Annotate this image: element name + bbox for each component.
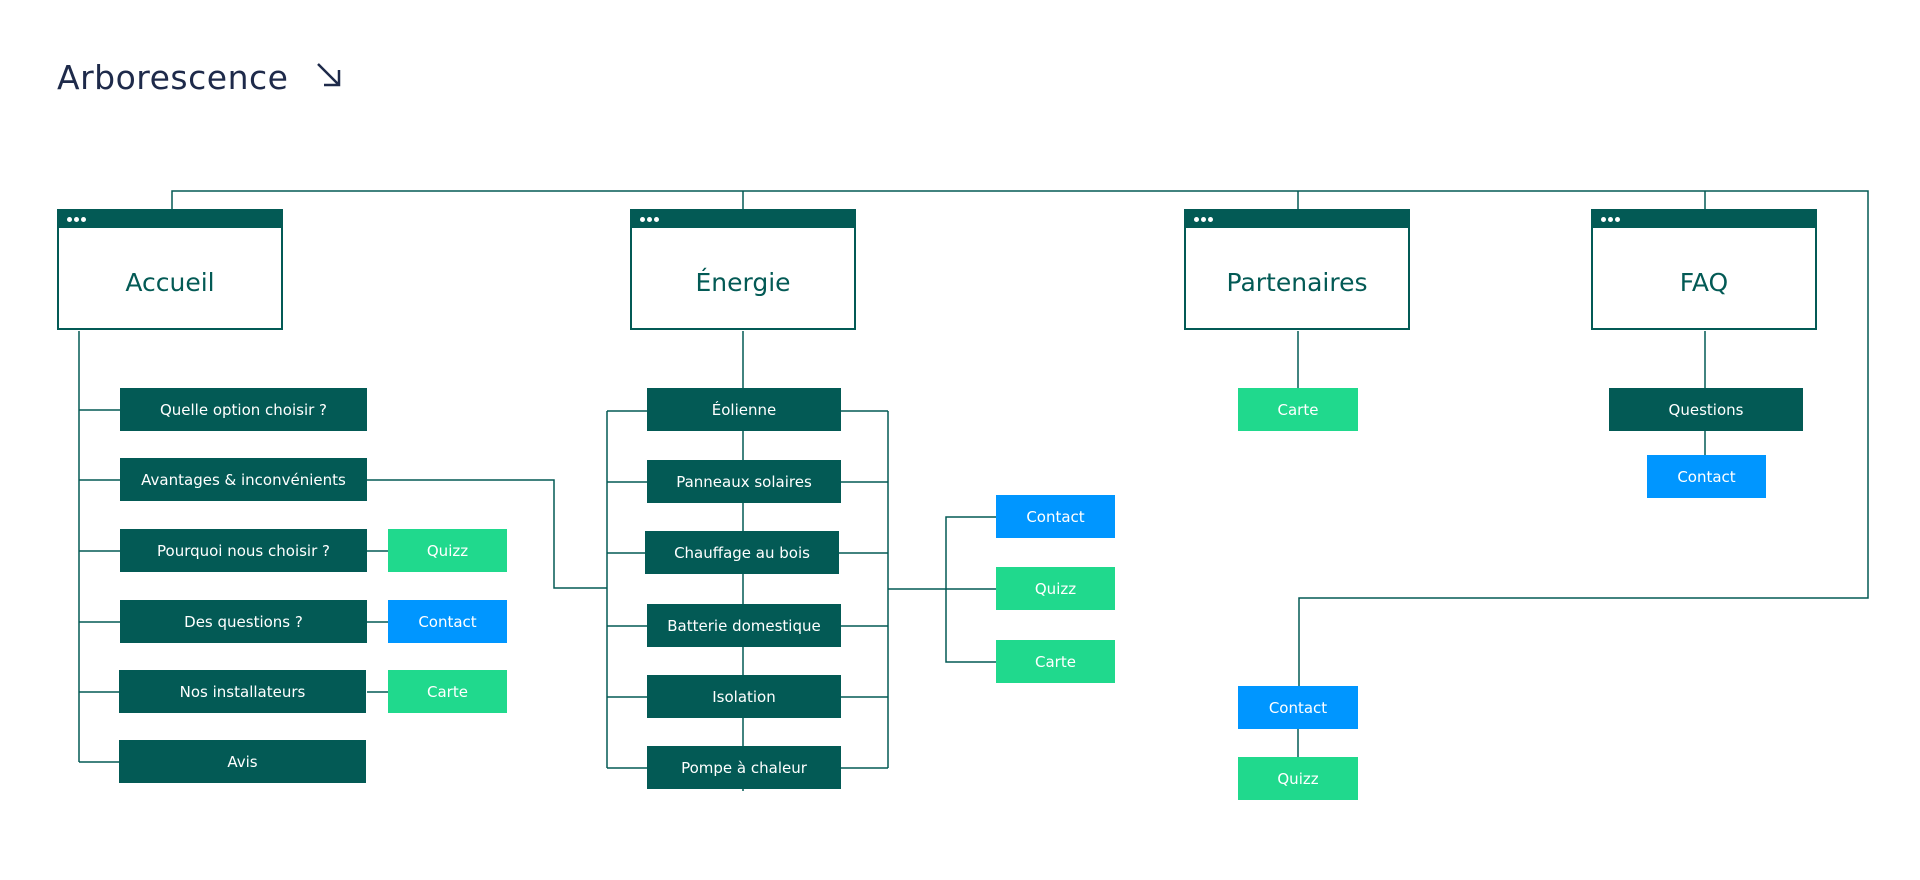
node-nos-installateurs: Nos installateurs <box>119 670 366 713</box>
window-bar <box>1593 211 1815 228</box>
page-label-partenaires: Partenaires <box>1226 268 1368 297</box>
window-dot-icon <box>74 217 79 222</box>
page-energie: Énergie <box>630 209 856 330</box>
window-dot-icon <box>640 217 645 222</box>
page-label-energie: Énergie <box>695 268 791 297</box>
window-dot-icon <box>1208 217 1213 222</box>
page-faq: FAQ <box>1591 209 1817 330</box>
window-dot-icon <box>67 217 72 222</box>
window-bar <box>632 211 854 228</box>
node-accueil-quizz: Quizz <box>388 529 507 572</box>
node-accueil-contact: Contact <box>388 600 507 643</box>
node-avis: Avis <box>119 740 366 783</box>
window-bar <box>1186 211 1408 228</box>
node-global-contact: Contact <box>1238 686 1358 729</box>
page-title: Arborescence <box>57 58 289 97</box>
node-batterie-domestique: Batterie domestique <box>647 604 841 647</box>
node-energie-quizz: Quizz <box>996 567 1115 610</box>
window-dot-icon <box>1601 217 1606 222</box>
node-faq-contact: Contact <box>1647 455 1766 498</box>
window-dot-icon <box>1201 217 1206 222</box>
page-label-accueil: Accueil <box>125 268 215 297</box>
node-energie-contact: Contact <box>996 495 1115 538</box>
window-dot-icon <box>1194 217 1199 222</box>
window-dot-icon <box>1608 217 1613 222</box>
page-label-faq: FAQ <box>1679 268 1729 297</box>
node-pourquoi: Pourquoi nous choisir ? <box>120 529 367 572</box>
node-panneaux-solaires: Panneaux solaires <box>647 460 841 503</box>
page-partenaires: Partenaires <box>1184 209 1410 330</box>
window-dot-icon <box>1615 217 1620 222</box>
node-isolation: Isolation <box>647 675 841 718</box>
node-avantages: Avantages & inconvénients <box>120 458 367 501</box>
window-dot-icon <box>654 217 659 222</box>
node-partenaires-carte: Carte <box>1238 388 1358 431</box>
node-chauffage-bois: Chauffage au bois <box>645 531 839 574</box>
node-quelle-option: Quelle option choisir ? <box>120 388 367 431</box>
node-pompe-chaleur: Pompe à chaleur <box>647 746 841 789</box>
node-faq-questions: Questions <box>1609 388 1803 431</box>
page-accueil: Accueil <box>57 209 283 330</box>
node-global-quizz: Quizz <box>1238 757 1358 800</box>
arrow-down-right-icon <box>317 63 341 87</box>
window-dot-icon <box>647 217 652 222</box>
node-energie-carte: Carte <box>996 640 1115 683</box>
node-accueil-carte: Carte <box>388 670 507 713</box>
window-bar <box>59 211 281 228</box>
window-dot-icon <box>81 217 86 222</box>
node-eolienne: Éolienne <box>647 388 841 431</box>
node-des-questions: Des questions ? <box>120 600 367 643</box>
